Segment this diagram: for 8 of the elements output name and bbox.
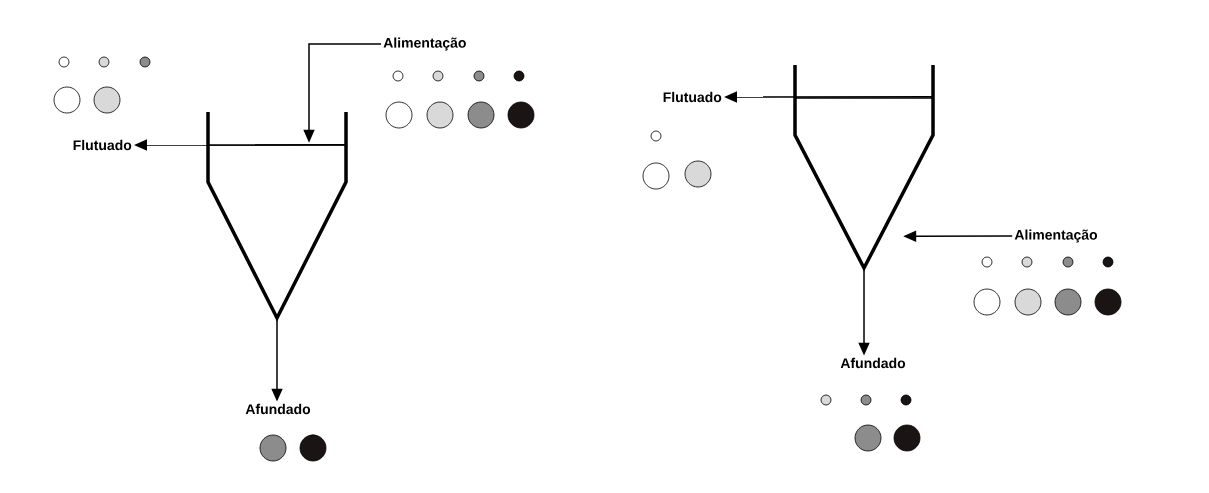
stream-label: Afundado <box>245 403 311 415</box>
stream-label: Flutuado <box>73 139 132 151</box>
stream-label: Afundado <box>840 357 906 369</box>
stream-label: Alimentação <box>383 37 466 51</box>
vessel-drawing <box>793 65 935 272</box>
stream-label: Alimentação <box>1014 229 1098 243</box>
stream-label: Flutuado <box>663 91 722 103</box>
vessel-drawing <box>206 112 348 322</box>
